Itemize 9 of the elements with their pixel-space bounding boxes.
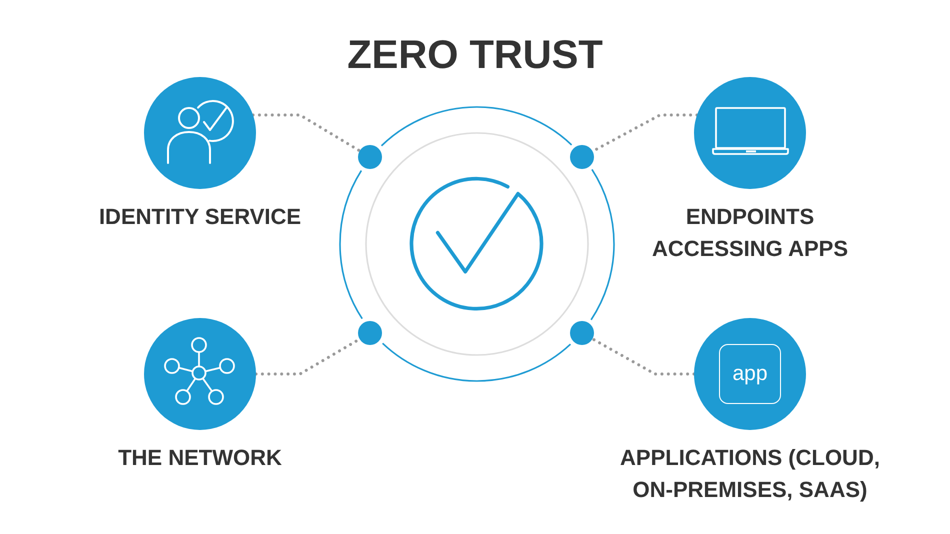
title: ZERO TRUST <box>347 32 603 79</box>
dotted-connector <box>590 337 696 376</box>
dotted-connector <box>252 114 362 152</box>
category-label: APPLICATIONS (CLOUD, ON-PREMISES, SAAS) <box>619 444 881 504</box>
category-label: THE NETWORK <box>118 444 282 472</box>
app-tile <box>719 344 781 404</box>
category-label: IDENTITY SERVICE <box>98 203 302 231</box>
tile-label: app <box>732 362 768 386</box>
category-label: ENDPOINTS ACCESSING APPS <box>650 203 849 263</box>
